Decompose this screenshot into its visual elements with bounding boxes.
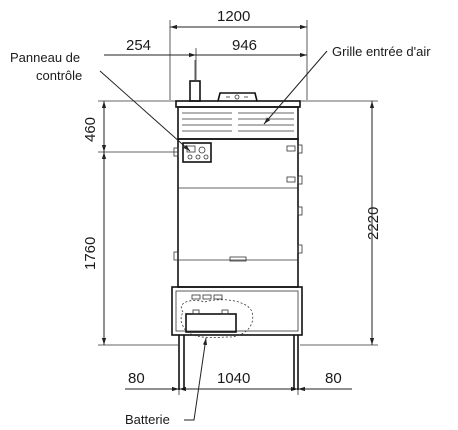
dim-total-height: 2220 [365, 101, 382, 345]
control-panel-label-line1: Panneau de [10, 50, 80, 65]
dim-left-foot: 80 [125, 370, 179, 392]
dim-right-foot: 80 [298, 370, 352, 392]
dim-left-offset: 254 [104, 37, 197, 80]
control-panel-label-line2: contrôle [36, 68, 82, 83]
dim-base-width: 1040 [179, 370, 298, 392]
battery-label: Batterie [125, 412, 170, 427]
dim-total-height-label: 2220 [365, 207, 382, 240]
dim-top-height-label: 460 [82, 117, 99, 142]
dim-base-width-label: 1040 [217, 370, 250, 387]
dim-right-width-label: 946 [232, 37, 257, 54]
dim-lower-height: 1760 [82, 152, 107, 345]
dim-left-offset-label: 254 [126, 37, 151, 54]
air-inlet-grille [182, 112, 294, 132]
air-inlet-label: Grille entrée d'air [332, 44, 431, 59]
dim-total-width-label: 1200 [217, 8, 250, 25]
control-panel [182, 142, 212, 163]
dim-lower-height-label: 1760 [82, 237, 99, 270]
generator-body [171, 60, 303, 390]
dim-right-foot-label: 80 [325, 370, 342, 387]
dim-left-foot-label: 80 [128, 370, 145, 387]
battery [180, 299, 254, 338]
dim-top-height: 460 [82, 101, 107, 152]
dim-right-width: 946 [196, 37, 307, 58]
dim-total-width: 1200 [169, 8, 308, 100]
